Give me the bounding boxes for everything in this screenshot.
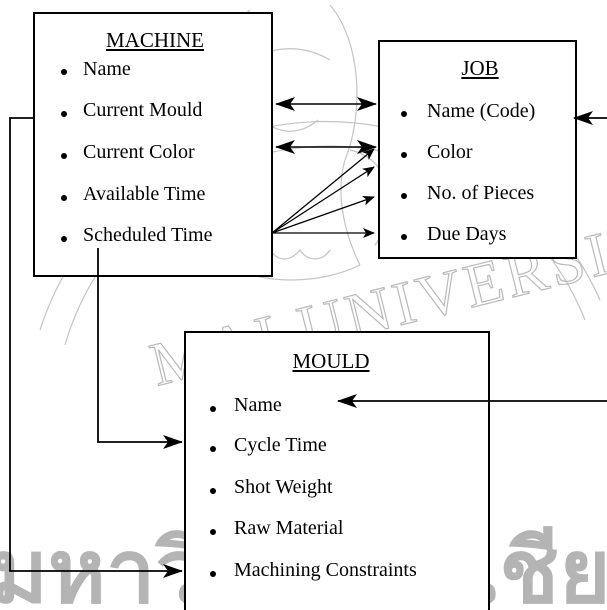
- bullet-icon: [401, 234, 407, 240]
- machine-entity-box: MACHINE Name Current Mould Current Color…: [33, 12, 273, 277]
- mould-attr-machining-constraints: Machining Constraints: [234, 559, 417, 581]
- bullet-icon: [61, 236, 67, 242]
- scheduled-time-fan-arrow-2: [271, 166, 375, 234]
- job-attr-color: Color: [427, 141, 473, 163]
- mould-attr-shot-weight: Shot Weight: [234, 476, 333, 498]
- mould-attr-name: Name: [234, 394, 282, 416]
- bullet-icon: [61, 195, 67, 201]
- job-attr-name-code: Name (Code): [427, 100, 536, 122]
- mould-title: MOULD: [292, 349, 370, 373]
- bullet-icon: [210, 571, 216, 577]
- scheduled-time-fan-arrow-3: [271, 195, 375, 234]
- machine-attr-current-color: Current Color: [83, 141, 195, 163]
- machine-attr-available-time: Available Time: [83, 183, 206, 205]
- bullet-icon: [210, 446, 216, 452]
- scheduled-time-fan-arrow-1: [271, 148, 375, 234]
- bullet-icon: [61, 111, 67, 117]
- job-attr-no-of-pieces: No. of Pieces: [427, 182, 535, 204]
- job-entity-box: JOB Name (Code) Color No. of Pieces Due …: [378, 40, 577, 259]
- mould-entity-box: MOULD Name Cycle Time Shot Weight Raw Ma…: [184, 331, 490, 610]
- bullet-icon: [61, 153, 67, 159]
- machine-title: MACHINE: [106, 28, 204, 52]
- mould-attr-cycle-time: Cycle Time: [234, 434, 327, 456]
- bullet-icon: [61, 69, 67, 75]
- job-title: JOB: [461, 56, 499, 80]
- bullet-icon: [401, 152, 407, 158]
- job-attr-due-days: Due Days: [427, 223, 507, 245]
- machine-attr-current-mould: Current Mould: [83, 99, 203, 121]
- machine-attr-scheduled-time: Scheduled Time: [83, 224, 213, 246]
- bullet-icon: [210, 406, 216, 412]
- mould-attr-raw-material: Raw Material: [234, 517, 344, 539]
- bullet-icon: [210, 488, 216, 494]
- bullet-icon: [210, 529, 216, 535]
- bullet-icon: [401, 193, 407, 199]
- scheduled-time-cycle-time-connector: [97, 248, 183, 449]
- bullet-icon: [401, 111, 407, 117]
- machine-attr-name: Name: [83, 58, 131, 80]
